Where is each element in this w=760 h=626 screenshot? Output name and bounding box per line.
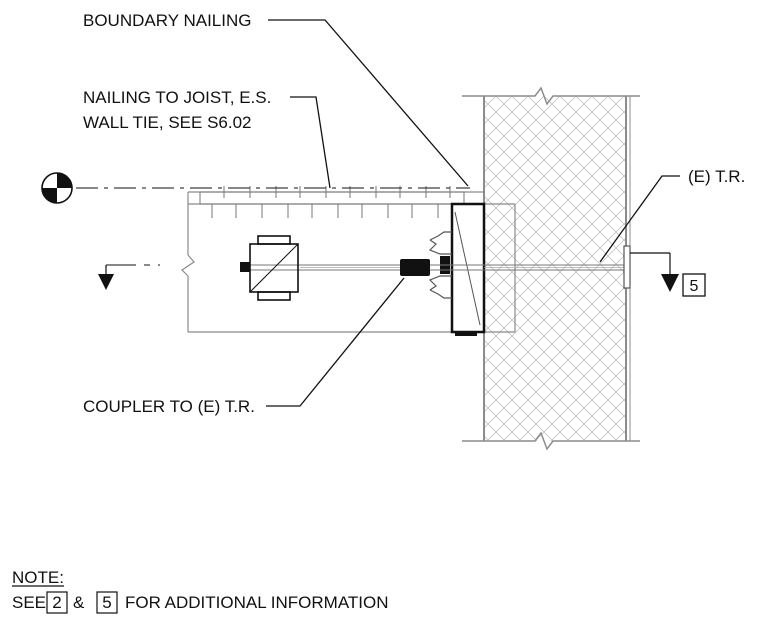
section-arrow-left-icon: [98, 274, 114, 290]
leader-lines: [266, 19, 680, 407]
note-heading: NOTE:: [12, 568, 64, 587]
threaded-rod: [240, 264, 626, 271]
coupler: [400, 259, 430, 276]
section-arrow-right-icon: [661, 274, 679, 292]
sheathing-nailing: [199, 186, 465, 218]
note-prefix: SEE: [12, 593, 46, 612]
note-block: NOTE: SEE 2 & 5 FOR ADDITIONAL INFORMATI…: [12, 568, 389, 614]
end-nut: [623, 245, 631, 289]
boundary-nailing-label: BOUNDARY NAILING: [83, 11, 251, 30]
note-suffix: FOR ADDITIONAL INFORMATION: [125, 593, 389, 612]
nailing-label-line1: NAILING TO JOIST, E.S.: [83, 88, 271, 107]
existing-wall: [462, 86, 640, 451]
note-ref-box-1: [46, 591, 68, 614]
nailing-label-line2: WALL TIE, SEE S6.02: [83, 113, 252, 132]
note-ref-box-2: [96, 591, 118, 614]
note-ampersand: &: [73, 593, 85, 612]
bearing-block: [240, 235, 299, 301]
section-number-box: [682, 273, 706, 297]
note-ref-2: 5: [102, 593, 111, 612]
datum-symbol-icon: [41, 172, 73, 204]
existing-tr-label: (E) T.R.: [688, 167, 745, 186]
note-ref-1: 2: [52, 593, 61, 612]
section-number: 5: [690, 278, 699, 295]
steel-plate: [450, 202, 486, 336]
section-cut-line: 5: [98, 252, 706, 297]
coupler-label: COUPLER TO (E) T.R.: [83, 397, 255, 416]
